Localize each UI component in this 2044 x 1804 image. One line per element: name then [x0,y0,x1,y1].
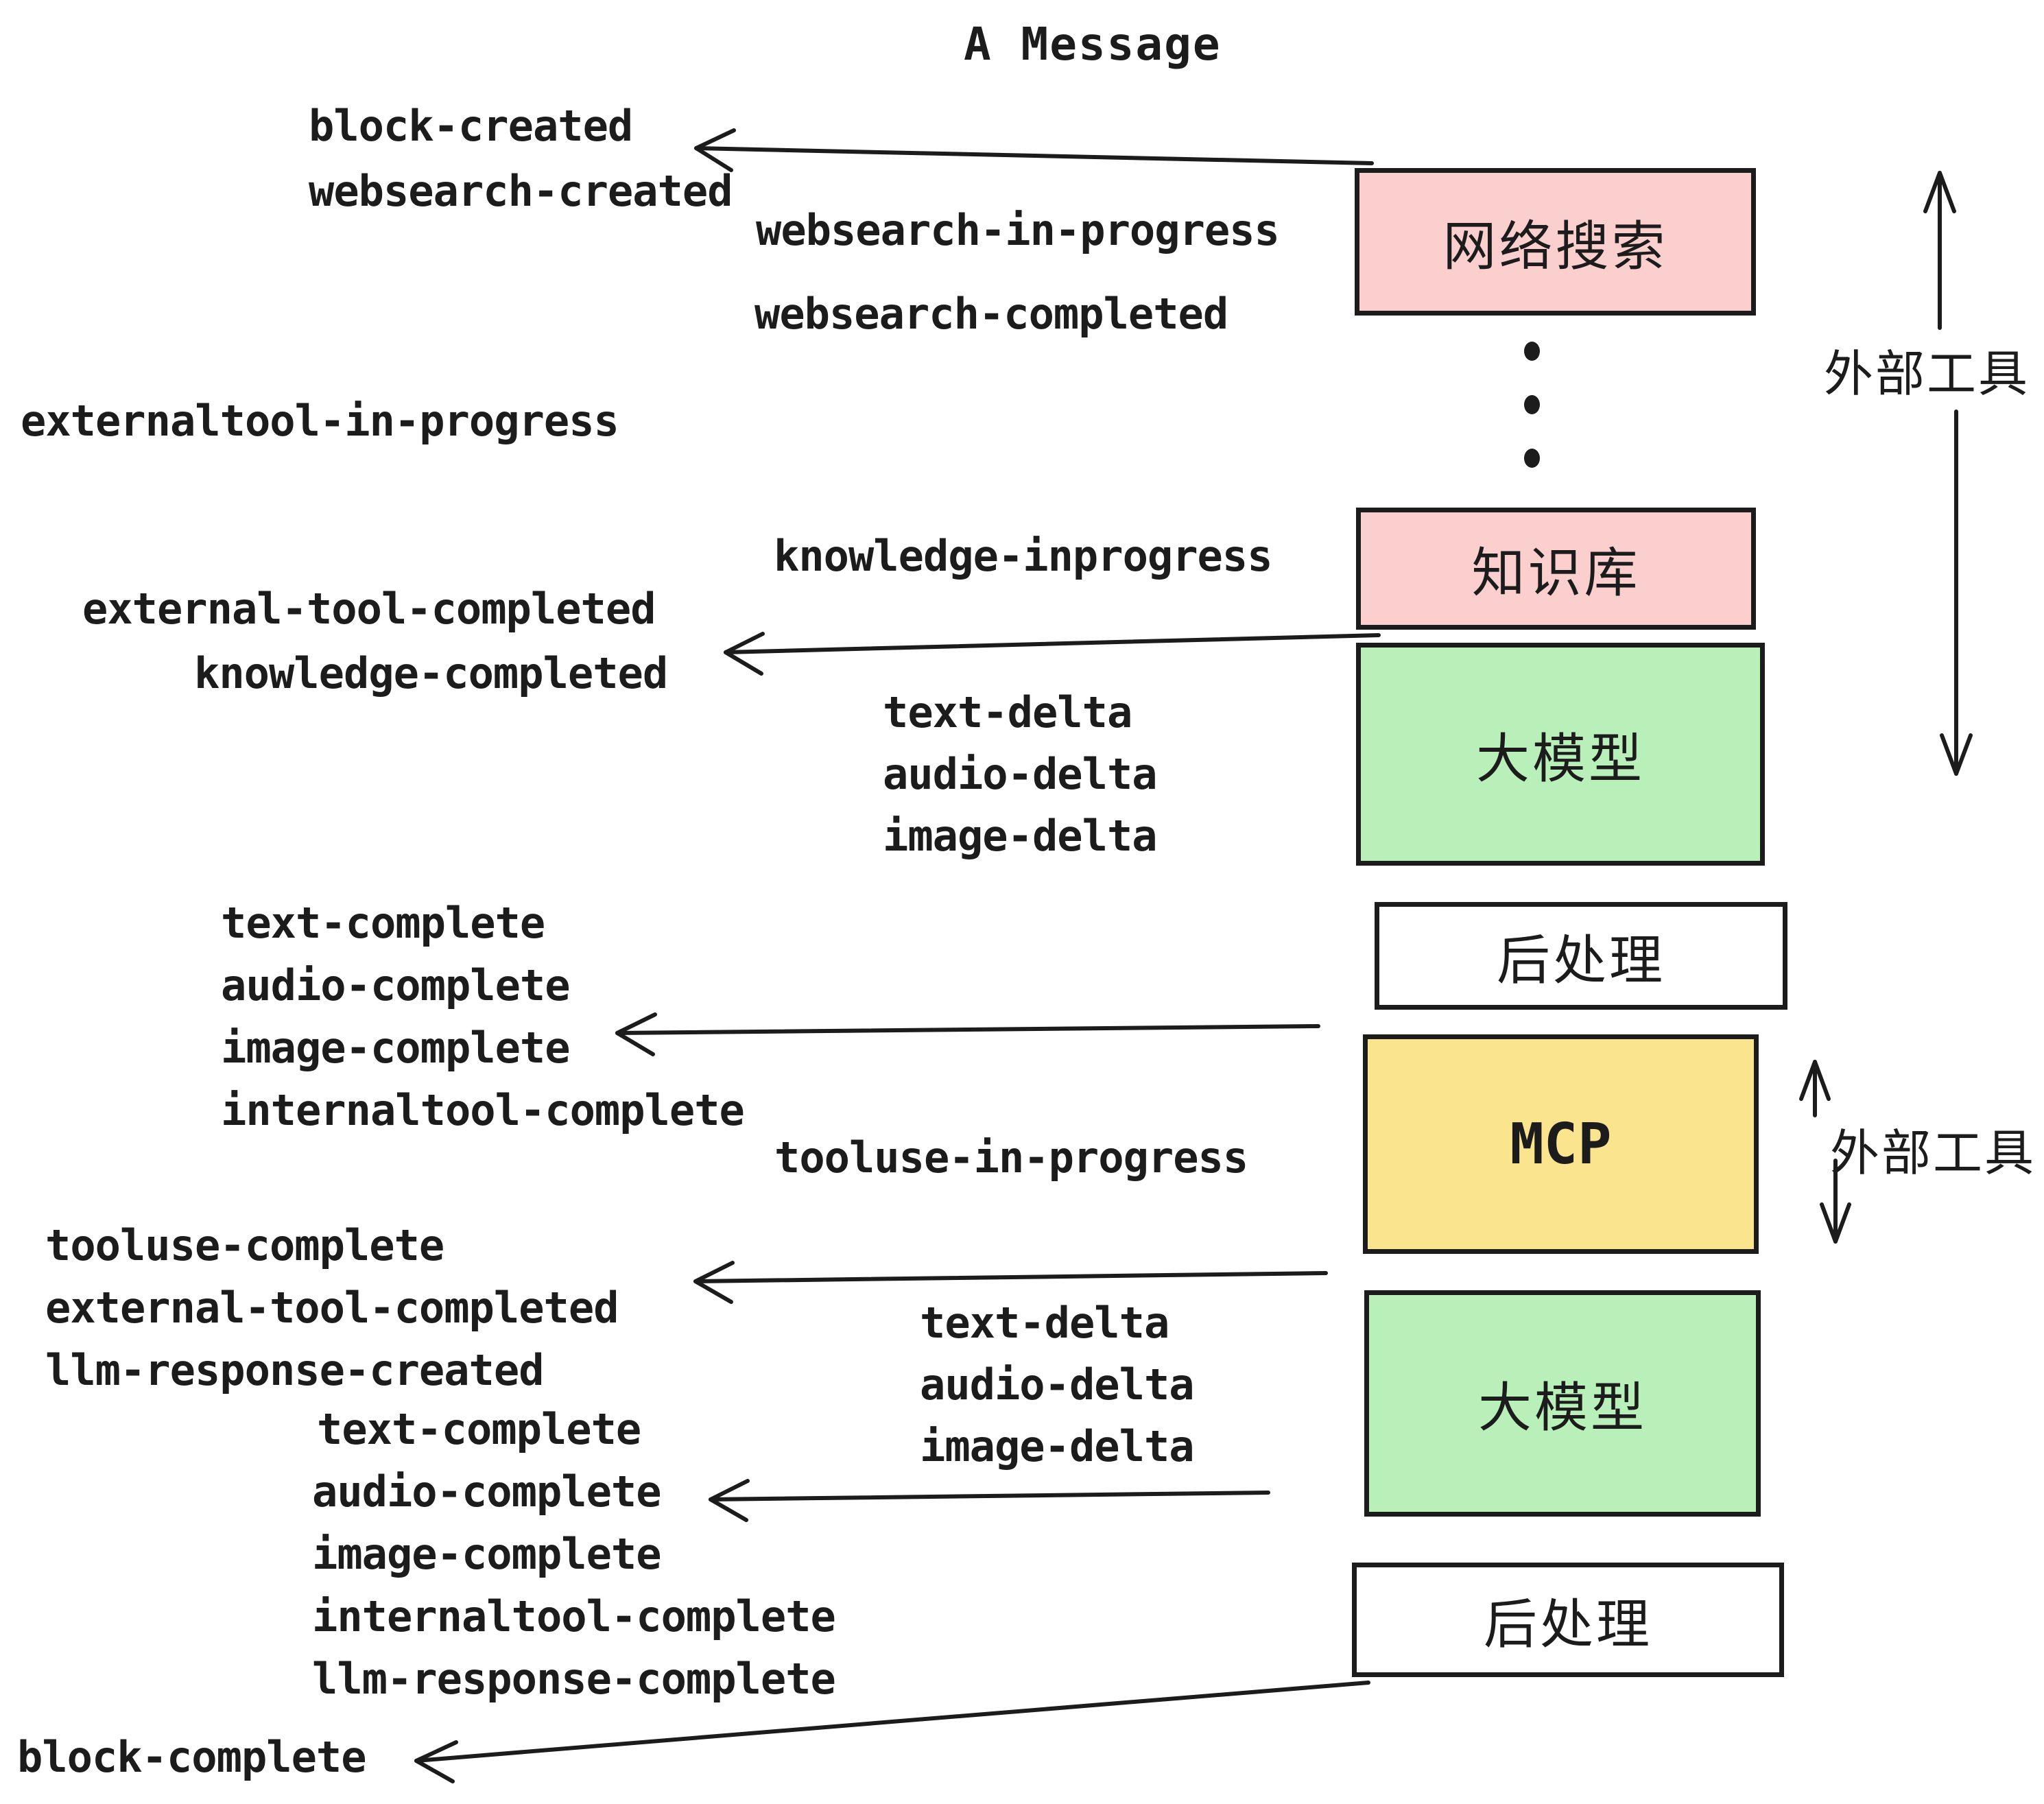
event-label-audio-delta-2: audio-delta [920,1360,1195,1410]
box-websearch: 网络搜索 [1355,168,1756,316]
box-llm-1-label: 大模型 [1475,728,1645,790]
event-label-audio-delta-1: audio-delta [883,749,1158,799]
box-llm-2-label: 大模型 [1477,1377,1647,1439]
box-post-process-1: 后处理 [1375,902,1787,1010]
arrow-external-tools-up-1 [1923,171,1956,330]
event-label-websearch-completed: websearch-completed [754,289,1228,339]
event-label-knowledge-completed: knowledge-completed [194,648,668,698]
event-label-internaltool-complete-2: internaltool-complete [312,1591,836,1641]
arrow-to-websearch-created [694,128,1374,172]
dot [1524,449,1540,468]
arrow-to-tooluse-complete [693,1261,1328,1304]
event-label-audio-complete-2: audio-complete [312,1467,662,1517]
event-label-websearch-in-progress: websearch-in-progress [756,205,1280,255]
event-label-block-complete: block-complete [17,1732,367,1782]
box-knowledge-label: 知识库 [1471,543,1641,604]
event-label-image-delta-1: image-delta [883,811,1158,861]
arrow-external-tools-up-2 [1799,1060,1831,1117]
event-label-internaltool-complete-1: internaltool-complete [221,1085,745,1135]
event-label-text-complete-1: text-complete [221,898,545,948]
box-websearch-label: 网络搜索 [1442,215,1668,278]
event-label-llm-response-created: llm-response-created [45,1345,545,1395]
box-post-process-2: 后处理 [1352,1563,1784,1677]
event-label-websearch-created: websearch-created [309,166,733,216]
arrow-to-knowledge-completed [724,632,1381,676]
box-llm-2: 大模型 [1364,1290,1761,1517]
event-label-knowledge-inprogress: knowledge-inprogress [774,531,1273,581]
side-label-external-tools-1: 外部工具 [1824,345,2030,403]
box-knowledge: 知识库 [1356,508,1756,630]
event-label-text-delta-2: text-delta [920,1298,1169,1348]
event-label-tooluse-in-progress: tooluse-in-progress [774,1132,1248,1183]
arrow-to-audio-complete [709,1479,1270,1522]
event-label-image-complete-1: image-complete [221,1023,571,1073]
event-label-text-complete-2: text-complete [317,1404,641,1454]
event-label-llm-response-complete: llm-response-complete [312,1654,836,1704]
event-label-external-tool-completed-2: external-tool-completed [45,1283,619,1333]
arrow-to-image-complete [615,1012,1320,1056]
arrow-external-tools-down-1 [1940,410,1973,776]
event-label-text-delta-1: text-delta [883,687,1132,737]
event-label-block-created: block-created [309,101,633,151]
event-label-external-tool-completed: external-tool-completed [82,584,656,634]
box-mcp: MCP [1363,1034,1759,1254]
ellipsis-dots [1524,342,1542,502]
side-label-external-tools-2: 外部工具 [1830,1124,2036,1182]
box-post-process-2-label: 后处理 [1483,1593,1652,1656]
dot [1524,395,1540,414]
event-label-audio-complete-1: audio-complete [221,960,571,1010]
event-label-tooluse-complete: tooluse-complete [45,1220,444,1270]
event-label-image-complete-2: image-complete [312,1529,662,1579]
event-label-externaltool-in-progress: externaltool-in-progress [21,396,619,446]
box-llm-1: 大模型 [1356,643,1765,866]
dot [1524,342,1540,361]
diagram-title: A Message [964,18,1222,71]
box-mcp-label: MCP [1510,1111,1612,1177]
box-post-process-1-label: 后处理 [1496,929,1665,992]
event-label-image-delta-2: image-delta [920,1421,1195,1471]
